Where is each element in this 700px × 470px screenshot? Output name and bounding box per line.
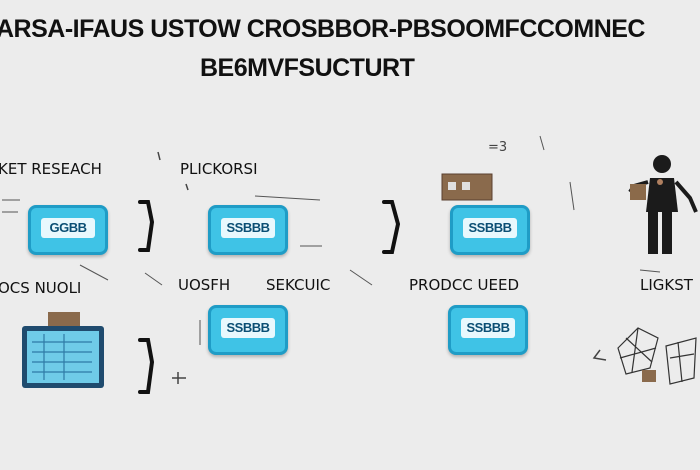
bracket-3	[138, 338, 155, 394]
bracket-1	[138, 200, 155, 252]
bracket-2	[382, 200, 401, 254]
process-box-1-label: GGBB	[41, 218, 95, 238]
label-ocs-nuoli: OCS NUOLI	[0, 279, 82, 297]
process-box-3: SSBBB	[450, 205, 530, 255]
label-ligkst: LIGKST	[640, 276, 693, 294]
label-uosfh: UOSFH	[178, 276, 231, 294]
process-box-1: GGBB	[28, 205, 108, 255]
process-box-5-label: SSBBB	[461, 318, 515, 338]
screen-icon	[22, 312, 104, 388]
process-box-5: SSBBB	[448, 305, 528, 355]
label-prodcc-ueed: PRODCC UEED	[409, 276, 520, 294]
diagram-title-line2: BE6MVFSUCTURT	[200, 54, 415, 82]
label-market-research: KET RESEACH	[0, 160, 102, 178]
network-map-icon	[617, 327, 697, 385]
label-pickorsi: PLICKORSI	[180, 160, 258, 178]
process-box-2: SSBBB	[208, 205, 288, 255]
person-icon	[628, 155, 698, 254]
process-box-4-label: SSBBB	[221, 318, 275, 338]
diagram-title-line1: ARSA-IFAUS USTOW CROSBBOR-PBSOOMFCCOMNEC	[0, 15, 645, 43]
process-box-4: SSBBB	[208, 305, 288, 355]
package-icon	[441, 173, 493, 201]
annotation-scribble: =3	[488, 140, 508, 155]
label-sekcuic: SEKCUIC	[266, 276, 331, 294]
process-box-3-label: SSBBB	[463, 218, 517, 238]
process-box-2-label: SSBBB	[221, 218, 275, 238]
